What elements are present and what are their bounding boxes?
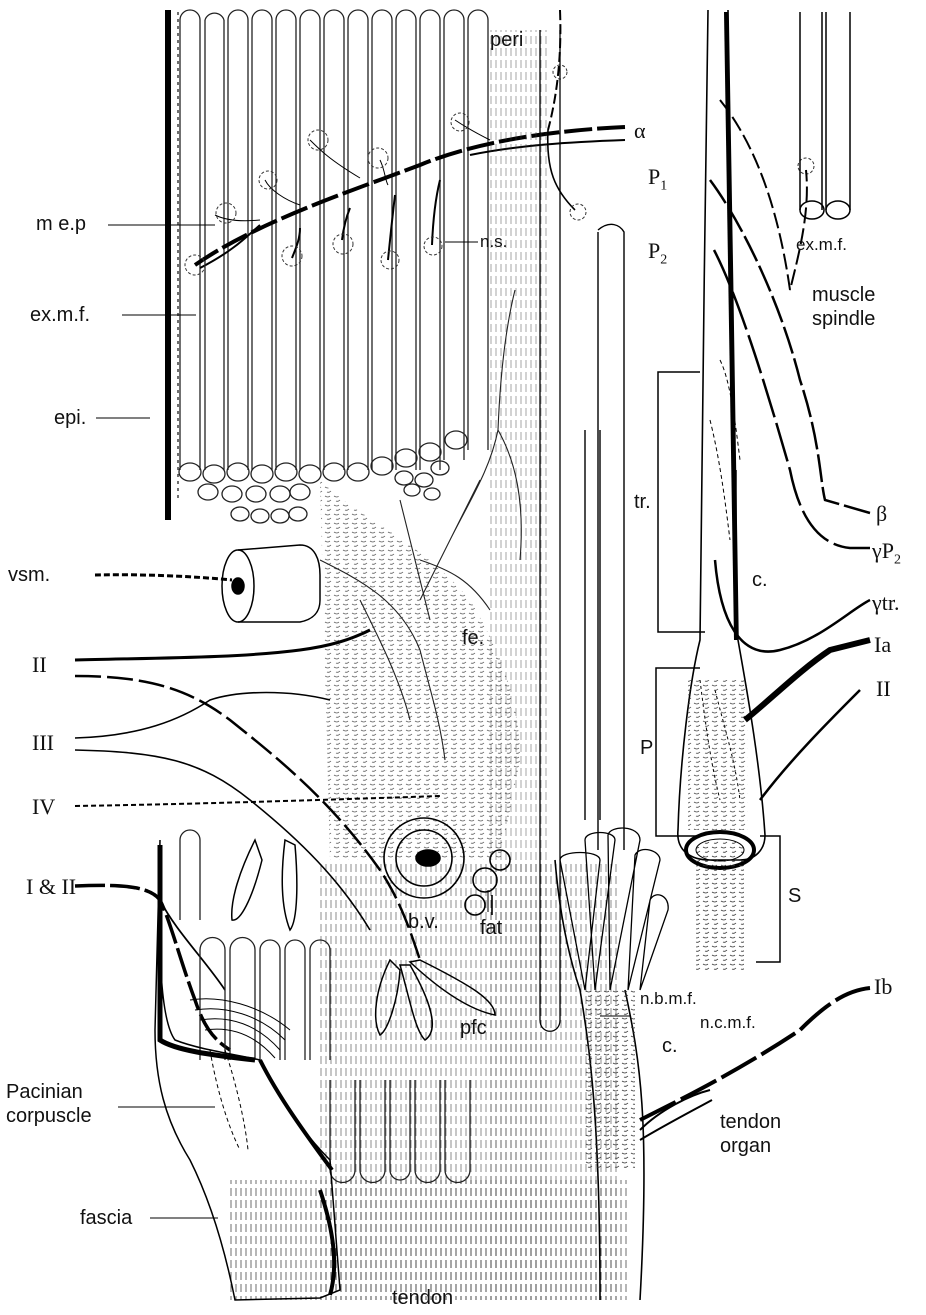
label-nuclear-bag-fibre: n.b.m.f. — [640, 990, 697, 1007]
label-muscle-spindle-line2: spindle — [812, 309, 875, 329]
label-extrafusal-muscle-fibre-left: ex.m.f. — [30, 305, 90, 325]
small-blood-vessel — [95, 545, 320, 622]
label-secondary-ending: S — [788, 886, 801, 906]
label-P2: P2 — [648, 240, 667, 267]
label-group-I-and-II: I & II — [26, 876, 76, 898]
label-group-Ib: Ib — [874, 976, 892, 998]
label-group-III: III — [32, 732, 54, 754]
label-spindle-capsule: c. — [752, 570, 768, 590]
label-pacinian-line1: Pacinian — [6, 1082, 83, 1102]
label-tendon-organ-line1: tendon — [720, 1112, 781, 1132]
label-nuclear-chain-fibre: n.c.m.f. — [700, 1014, 756, 1031]
label-fat-endings: fe. — [462, 628, 484, 648]
label-epimysium: epi. — [54, 408, 86, 428]
label-gamma-p2-subscript: 2 — [894, 552, 901, 567]
label-beta: β — [876, 503, 887, 525]
label-P1: P1 — [648, 166, 667, 193]
label-alpha: α — [634, 120, 646, 142]
label-blood-vessel: b.v. — [408, 912, 439, 932]
label-group-Ia: Ia — [874, 634, 891, 656]
label-muscle-spindle-line1: muscle — [812, 285, 875, 305]
label-extrafusal-muscle-fibre-right: ex.m.f. — [796, 236, 847, 253]
label-tendon-organ-capsule: c. — [662, 1036, 678, 1056]
label-trail-ending: tr. — [634, 492, 651, 512]
label-paciniform-corpuscle: pfc — [460, 1018, 487, 1038]
label-tendon: tendon — [392, 1288, 453, 1308]
label-P2-subscript: 2 — [660, 252, 667, 267]
label-tendon-organ-line2: organ — [720, 1136, 771, 1156]
label-fat: fat — [480, 918, 502, 938]
label-primary-ending: P — [640, 738, 653, 758]
label-group-II-right: II — [876, 678, 891, 700]
label-fascia: fascia — [80, 1208, 132, 1228]
label-P1-subscript: 1 — [660, 178, 667, 193]
label-group-IV: IV — [32, 796, 55, 818]
label-peri: peri — [490, 30, 523, 50]
extrafusal-muscle-fibers — [168, 10, 488, 523]
label-pacinian-line2: corpuscle — [6, 1106, 92, 1126]
label-motor-end-plate: m e.p — [36, 214, 86, 234]
label-gamma-p2: γP2 — [872, 540, 901, 567]
label-group-II-left: II — [32, 654, 47, 676]
label-nerve-sheath: n.s. — [480, 233, 507, 250]
label-gamma-tr: γtr. — [872, 592, 899, 614]
label-vasomotor: vsm. — [8, 565, 50, 585]
